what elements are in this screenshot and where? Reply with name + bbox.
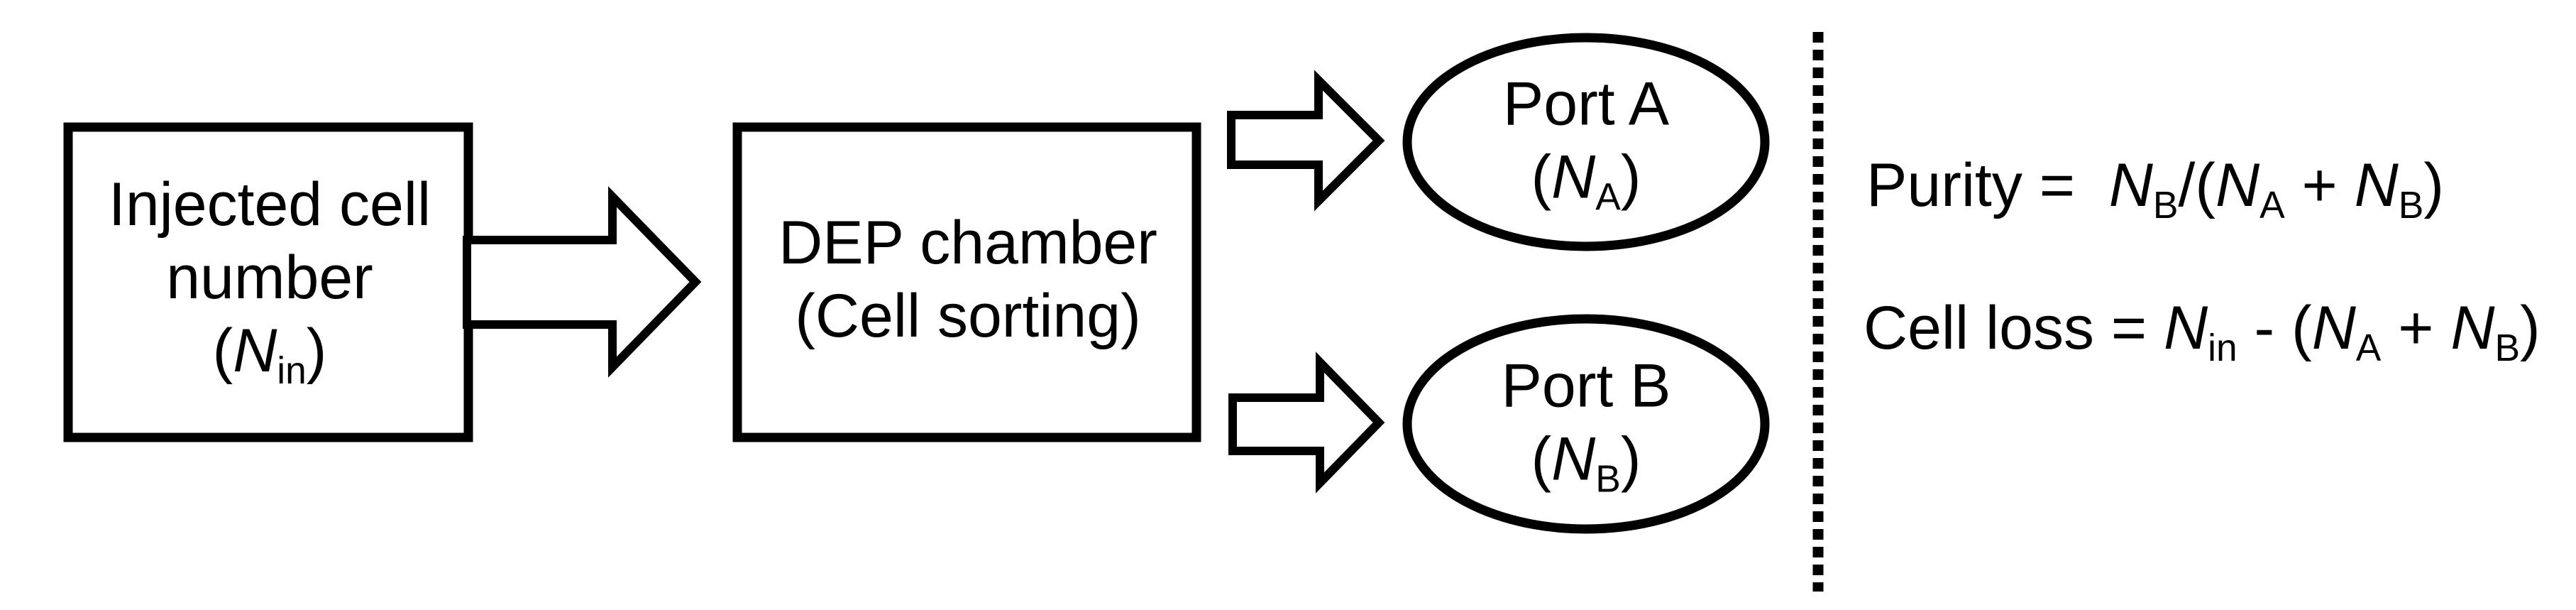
injected-box-label-line-2: number (109, 241, 431, 315)
port-a-label-line-1: Port A (1503, 68, 1669, 141)
subscript-text: B (2152, 185, 2179, 227)
cell-loss-formula: Cell loss = Nin - (NA + NB) (1864, 292, 2541, 373)
text-segment: ) (2520, 294, 2541, 362)
text-segment: Purity = (1866, 151, 2109, 219)
subscript-text: A (1595, 176, 1621, 219)
subscript-text: A (2259, 185, 2285, 227)
italic-variable-text: N (2108, 151, 2153, 219)
italic-variable-text: N (2164, 294, 2208, 362)
text-segment: + (2284, 151, 2355, 219)
injected-box-label-line-1: Injected cell (109, 168, 431, 241)
italic-variable-text: N (2215, 151, 2260, 219)
text-segment: number (166, 244, 373, 312)
dep-box-shape (732, 122, 1201, 442)
text-segment: - ( (2237, 294, 2312, 362)
text-segment: ( (1531, 143, 1552, 212)
dep-box-label-line-1: DEP chamber (778, 207, 1157, 280)
text-segment: ) (1620, 143, 1641, 212)
text-segment: ( (1531, 425, 1552, 494)
text-segment: + (2381, 294, 2451, 362)
subscript-text: B (2398, 185, 2424, 227)
text-segment: DEP chamber (778, 209, 1157, 277)
port-a-ellipse-shape (1402, 33, 1770, 251)
text-segment: Port B (1501, 352, 1671, 420)
italic-variable-text: N (2311, 294, 2356, 362)
injected-box-label: Injected cell number (Nin) (109, 168, 431, 396)
text-segment: Port A (1502, 70, 1670, 138)
italic-variable-text: N (2354, 151, 2399, 219)
subscript-text: B (2494, 327, 2521, 370)
purity-formula: Purity = NB/(NA + NB) (1866, 149, 2444, 230)
subscript-text: B (1595, 458, 1621, 501)
text-segment: Cell loss = (1864, 294, 2164, 362)
text-segment: ) (2423, 151, 2444, 219)
subscript-text: in (2208, 327, 2238, 370)
port-b-label-line-1: Port B (1502, 350, 1671, 423)
flow-arrow-port-a-icon (1227, 70, 1385, 212)
text-segment: ) (306, 317, 327, 385)
port-a-label-line-2: (NA) (1503, 141, 1669, 222)
text-segment: ( (212, 317, 233, 385)
port-b-label: Port B (NB) (1502, 350, 1671, 504)
injected-box-label-line-3: (Nin) (109, 315, 431, 396)
dep-box-label: DEP chamber (Cell sorting) (778, 207, 1157, 353)
subscript-text: in (277, 350, 307, 393)
flow-arrow-input-icon (463, 186, 702, 378)
flow-arrow-port-b-icon (1228, 352, 1385, 494)
port-b-ellipse-shape (1402, 314, 1770, 534)
italic-variable-text: N (1551, 425, 1596, 494)
text-segment: (Cell sorting) (795, 282, 1141, 350)
port-b-label-line-2: (NB) (1502, 423, 1671, 504)
text-segment: ) (1620, 425, 1641, 494)
italic-variable-text: N (233, 317, 277, 385)
italic-variable-text: N (1551, 143, 1596, 212)
text-segment: /( (2178, 151, 2216, 219)
injected-box-shape (63, 122, 473, 442)
dep-box-label-line-2: (Cell sorting) (778, 280, 1157, 353)
italic-variable-text: N (2450, 294, 2495, 362)
subscript-text: A (2355, 327, 2382, 370)
text-segment: Injected cell (108, 170, 431, 239)
port-a-label: Port A (NA) (1503, 68, 1669, 222)
